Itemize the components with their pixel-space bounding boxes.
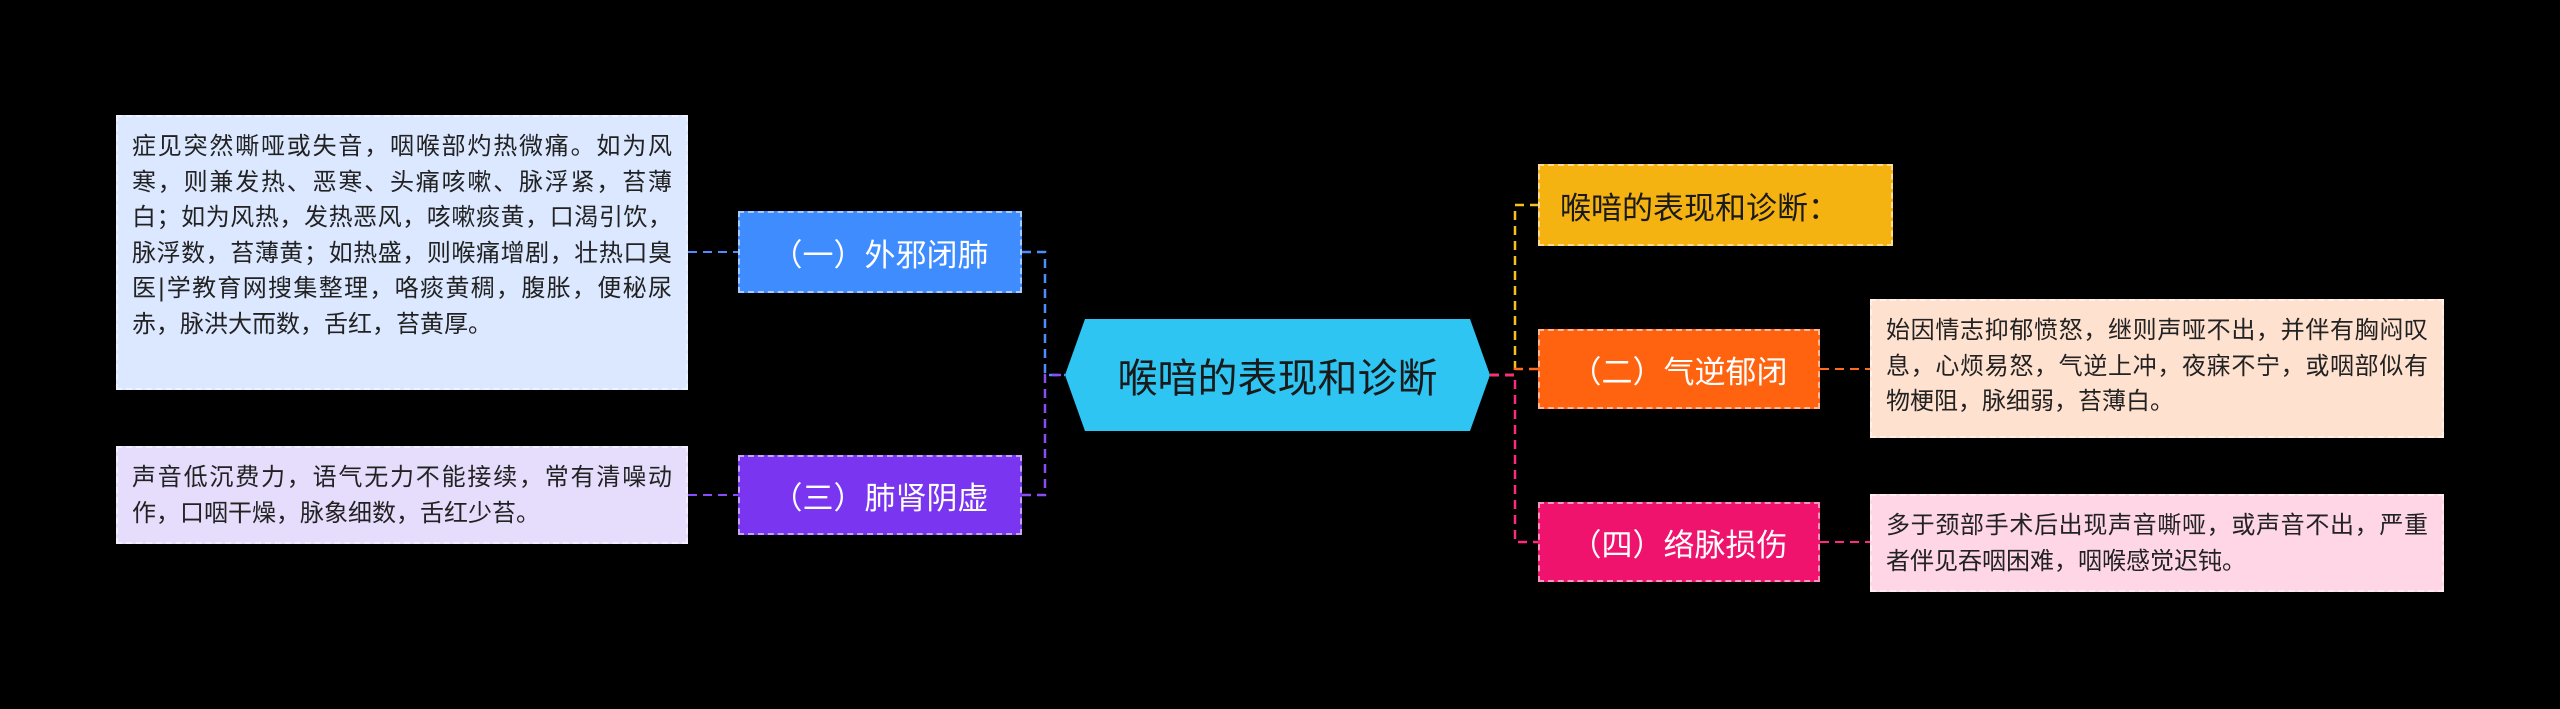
branch-node-collateral-injury[interactable]: （四）络脉损伤 [1538, 502, 1820, 582]
branch-node-qi-stagnation[interactable]: （二）气逆郁闭 [1538, 329, 1820, 409]
detail-node-qi-stagnation[interactable]: 始因情志抑郁愤怒，继则声哑不出，并伴有胸闷叹息，心烦易怒，气逆上冲，夜寐不宁，或… [1870, 299, 2444, 438]
branch-node-heading[interactable]: 喉喑的表现和诊断： [1538, 164, 1893, 246]
detail-node-external-pathogen[interactable]: 症见突然嘶哑或失音，咽喉部灼热微痛。如为风寒，则兼发热、恶寒、头痛咳嗽、脉浮紧，… [116, 115, 688, 390]
branch-node-lung-kidney-yin[interactable]: （三）肺肾阴虚 [738, 455, 1022, 535]
detail-node-collateral-injury[interactable]: 多于颈部手术后出现声音嘶哑，或声音不出，严重者伴见吞咽困难，咽喉感觉迟钝。 [1870, 494, 2444, 592]
center-node[interactable]: 喉喑的表现和诊断 [1117, 356, 1438, 402]
branch-node-external-pathogen[interactable]: （一）外邪闭肺 [738, 211, 1022, 293]
link-branch-1 [1022, 250, 1065, 377]
center-node-shape [1065, 319, 1490, 431]
detail-node-lung-kidney-yin[interactable]: 声音低沉费力，语气无力不能接续，常有清噪动作，口咽干燥，脉象细数，舌红少苔。 [116, 446, 688, 544]
link-branch-4 [1490, 373, 1538, 544]
link-branch-3 [1022, 373, 1065, 497]
link-branch-heading [1490, 203, 1538, 377]
